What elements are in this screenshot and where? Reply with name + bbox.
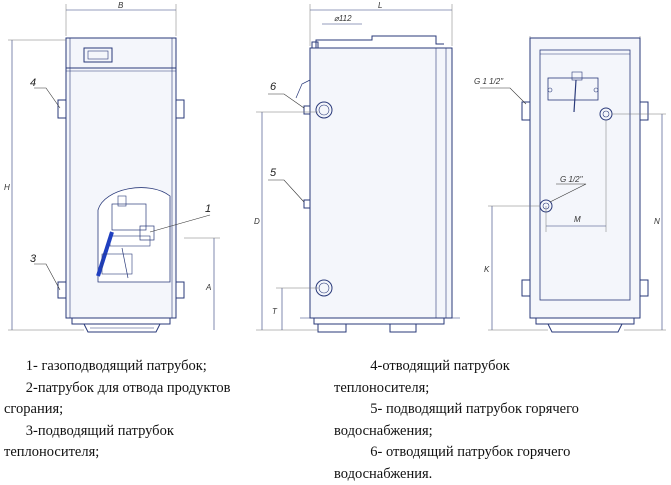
legend-line: 4-отводящий патрубок — [334, 356, 669, 378]
legend-line: водоснабжения. — [334, 464, 669, 485]
callout-1: 1 — [205, 203, 211, 215]
legend-line: сгорания; — [4, 399, 324, 421]
dim-diameter: ⌀112 — [334, 14, 352, 23]
dim-d: D — [254, 217, 260, 226]
legend-line: 5- подводящий патрубок горячего — [334, 399, 669, 421]
callout-4: 4 — [30, 77, 36, 89]
legend-right: 4-отводящий патрубок теплоносителя; 5- п… — [334, 356, 669, 485]
dim-k: K — [484, 265, 490, 274]
callout-6: 6 — [270, 81, 277, 93]
dim-a: A — [205, 283, 211, 292]
dim-h: H — [4, 183, 10, 192]
rear-view — [480, 36, 666, 332]
legend-line: водоснабжения; — [334, 421, 669, 443]
boiler-technical-drawing: B L ⌀112 H A D T K N M G 1 1/2" G 1/2" 1… — [0, 0, 671, 345]
dim-t: T — [272, 307, 278, 316]
callout-5: 5 — [270, 167, 277, 179]
legend-line: теплоносителя; — [334, 378, 669, 400]
thread-hot-in: G 1/2" — [560, 175, 584, 184]
side-view — [256, 4, 460, 332]
legend-line: 3-подводящий патрубок — [4, 421, 324, 443]
dim-n: N — [654, 217, 660, 226]
legend-line: 6- отводящий патрубок горячего — [334, 442, 669, 464]
thread-hot-out: G 1 1/2" — [474, 77, 504, 86]
legend-line: 1- газоподводящий патрубок; — [4, 356, 324, 378]
callout-3: 3 — [30, 253, 37, 265]
legend-line: 2-патрубок для отвода продуктов — [4, 378, 324, 400]
front-view — [8, 4, 220, 332]
dim-l: L — [378, 1, 382, 10]
dim-b: B — [118, 1, 124, 10]
legend-line: теплоносителя; — [4, 442, 324, 464]
legend-left: 1- газоподводящий патрубок; 2-патрубок д… — [4, 356, 324, 464]
dim-m: M — [574, 215, 581, 224]
